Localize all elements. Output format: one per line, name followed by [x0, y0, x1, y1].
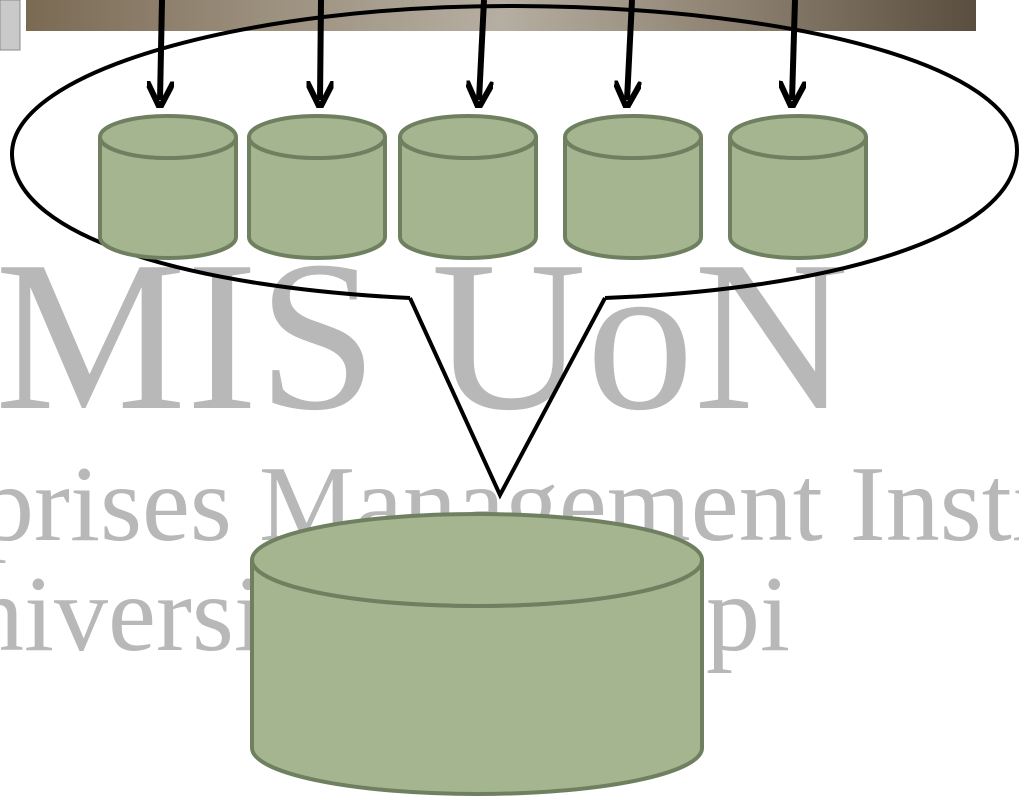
arrow-2: [320, 0, 321, 100]
database-icon: [98, 114, 238, 260]
photo-fragment-left: [0, 0, 21, 51]
input-arrows: [160, 0, 795, 100]
database-icon: [728, 114, 868, 260]
arrow-1: [160, 0, 162, 100]
watermark: MIS UoN prises Management Institu nivers…: [0, 216, 1019, 674]
arrow-4: [627, 0, 632, 100]
small-databases: [98, 114, 868, 260]
arrow-3: [479, 0, 484, 100]
callout-bubble: [9, 3, 1019, 500]
database-icon: [247, 114, 387, 260]
database-icon: [563, 114, 703, 260]
arrow-5: [792, 0, 795, 100]
watermark-line-3: niversit: [0, 555, 294, 674]
watermark-line-3-tail: pi: [706, 555, 790, 674]
central-database-icon: [250, 512, 704, 796]
database-icon: [398, 114, 538, 260]
